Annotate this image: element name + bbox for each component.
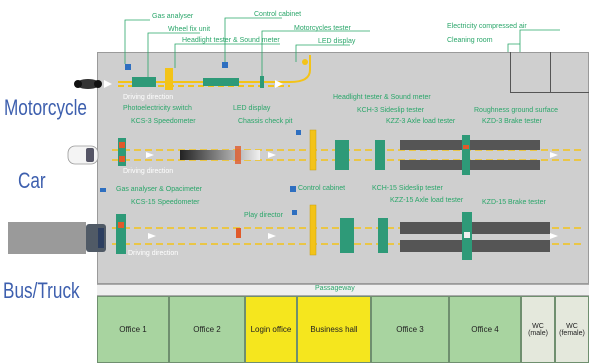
chassis-pit-label: Chassis check pit	[238, 118, 293, 125]
cleaning-room-wall	[510, 52, 511, 92]
play-director-label: Play director	[244, 212, 283, 219]
passageway-label: Passageway	[315, 285, 355, 292]
motorcycle-direction-label: Driving direction	[123, 94, 174, 101]
photoelectricity-switch-label: Photoelectricity switch	[123, 105, 192, 112]
kzz3-label: KZZ-3 Axle load tester	[386, 118, 456, 125]
kcs3-label: KCS-3 Speedometer	[131, 118, 196, 125]
bus-truck-label: Bus/Truck	[3, 278, 80, 303]
roughness-label: Roughness ground surface	[474, 107, 559, 114]
gas-opacimeter-label: Gas analyser & Opacimeter	[116, 186, 202, 193]
car-lane	[67, 129, 585, 175]
kzz15-label: KZZ-15 Axle load tester	[390, 197, 464, 204]
business-hall: Business hall	[297, 296, 371, 363]
truck-control-cabinet-label: Control cabinet	[298, 185, 346, 192]
truck-direction-label: Driving direction	[128, 250, 179, 257]
car-label: Car	[18, 168, 46, 193]
kch3-label: KCH-3 Sideslip tester	[357, 107, 424, 114]
kcs15-label: KCS-15 Speedometer	[131, 199, 200, 206]
kch15-label: KCH-15 Sideslip tester	[372, 185, 443, 192]
office-3: Office 3	[371, 296, 449, 363]
utility-room-wall	[550, 52, 551, 92]
headlight-sound-callout: Headlight tester & Sound meter	[182, 37, 280, 44]
truck-lane	[8, 186, 585, 260]
wc-female: WC (female)	[555, 296, 589, 363]
office-2: Office 2	[169, 296, 245, 363]
motorcycle-label: Motorcycle	[4, 95, 87, 120]
motorcycles-tester-callout: Motorcycles tester	[294, 25, 351, 32]
kzd3-label: KZD-3 Brake tester	[482, 118, 542, 125]
cleaning-room-callout: Cleaning room	[447, 37, 493, 44]
control-cabinet-callout: Control cabinet	[254, 11, 302, 18]
office-1: Office 1	[97, 296, 169, 363]
utility-room-wall-bottom	[550, 92, 589, 93]
wc-male: WC (male)	[521, 296, 555, 363]
car-direction-label: Driving direction	[123, 168, 174, 175]
car-led-display-label: LED display	[233, 105, 271, 112]
gas-analyser-callout: Gas analyser	[152, 13, 194, 20]
electricity-air-callout: Electricity compressed air	[447, 23, 527, 30]
wheel-fix-unit-callout: Wheel fix unit	[168, 26, 211, 33]
led-display-callout: LED display	[318, 38, 356, 45]
kzd15-label: KZD-15 Brake tester	[482, 199, 546, 206]
car-headlight-sound-label: Headlight tester & Sound meter	[333, 94, 431, 101]
login-office: Login office	[245, 296, 297, 363]
passageway	[97, 284, 589, 296]
motorcycle-lane	[74, 55, 311, 90]
cleaning-room-wall-bottom	[510, 92, 550, 93]
office-4: Office 4	[449, 296, 521, 363]
